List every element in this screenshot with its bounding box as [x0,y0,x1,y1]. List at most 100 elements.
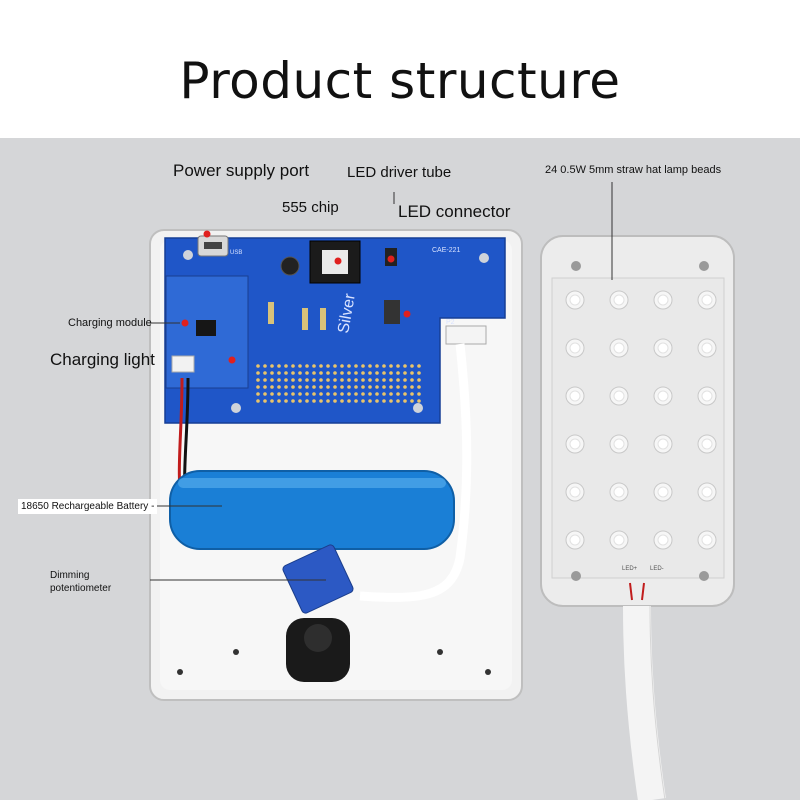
led-bead-core [569,438,581,450]
led-bead-core [613,438,625,450]
led-bead-core [657,534,669,546]
led-bead-core [701,342,713,354]
pcb-dot [417,399,421,403]
pcb-dot [375,399,379,403]
capacitor [280,256,300,276]
pcb-dot [319,364,323,368]
pcb-dot [326,371,330,375]
pcb-dot [347,392,351,396]
led-bead-core [657,294,669,306]
led-bead-core [613,294,625,306]
pcb-dot [375,378,379,382]
pcb-dot [368,385,372,389]
pcb-dot [263,392,267,396]
pcb-model: CAE-221 [432,247,461,254]
pcb-dot [347,364,351,368]
pcb-dot [270,378,274,382]
led-bead-core [569,534,581,546]
battery-highlight [178,478,446,488]
charging-connector [171,355,195,373]
pcb-dot [284,385,288,389]
pcb-dot [291,392,295,396]
pcb-dot [270,392,274,396]
pcb-dot [270,385,274,389]
pcb-hole [231,403,241,413]
marker-power-port [203,230,211,238]
pcb-dot [305,371,309,375]
label-led-driver-tube: LED driver tube [347,164,452,181]
pcb-dot [382,371,386,375]
led-bead-core [701,438,713,450]
pcb-dot [361,385,365,389]
pcb-dot [403,392,407,396]
pcb-dot [417,392,421,396]
pcb-dot [361,392,365,396]
pcb-p2: P2 [446,319,455,326]
pcb-dot [347,385,351,389]
pcb-dot [347,399,351,403]
pcb-dot [263,385,267,389]
dimmer-knob-top [304,624,332,652]
pcb-dot [368,399,372,403]
led-bead-core [613,390,625,402]
potentiometer-board [282,544,354,614]
led-bead-core [657,486,669,498]
pcb-dot [305,378,309,382]
led-bead-core [613,534,625,546]
pcb-dot [396,399,400,403]
pcb-dot [389,371,393,375]
pcb-dot [389,392,393,396]
pcb-dot [284,378,288,382]
pcb-dot [256,378,260,382]
pcb-dot [333,399,337,403]
pcb-usb: USB [230,250,242,256]
pcb-dot [354,399,358,403]
pcb-dot [354,364,358,368]
pcb-dot [410,392,414,396]
pcb-dot [396,364,400,368]
pcb-dot [417,364,421,368]
pcb-dot [305,385,309,389]
marker-led-connector [403,310,411,318]
pcb-dot [256,385,260,389]
lamp-led-plus: LED+ [622,566,638,572]
pcb-dot [326,399,330,403]
pcb-dot [403,371,407,375]
pcb-dot [319,378,323,382]
marker-charging-light [228,356,236,364]
pcb-dot [256,371,260,375]
led-bead-core [569,342,581,354]
pcb-dot [277,399,281,403]
label-lamp-beads: 24 0.5W 5mm straw hat lamp beads [545,164,722,176]
pcb-dot [340,392,344,396]
resistor [268,302,274,324]
pcb-dot [403,399,407,403]
pcb-dot-grid [256,364,421,403]
pcb-dot [368,392,372,396]
pcb-dot [354,378,358,382]
pcb-hole [479,253,489,263]
led-bead-core [657,438,669,450]
pcb-dot [312,371,316,375]
led-bead-core [657,390,669,402]
lamp-screw [699,261,709,271]
pcb-dot [361,371,365,375]
pcb-dot [333,385,337,389]
product-photo: LED+ LED- Silver CAE-221 USB P2 Power su… [0,138,800,800]
pcb-dot [382,364,386,368]
lamp-screw [571,261,581,271]
pcb-dot [312,378,316,382]
main-pcb [164,237,506,424]
lamp-board [551,277,725,579]
pcb-dot [256,364,260,368]
pcb-dot [326,364,330,368]
lamp-screw [699,571,709,581]
pcb-dot [347,378,351,382]
screw-hole [437,649,443,655]
pcb-dot [361,378,365,382]
pcb-dot [361,399,365,403]
pcb-dot [291,385,295,389]
pcb-dot [256,392,260,396]
marker-charging-module [181,319,189,327]
led-bead-core [701,486,713,498]
